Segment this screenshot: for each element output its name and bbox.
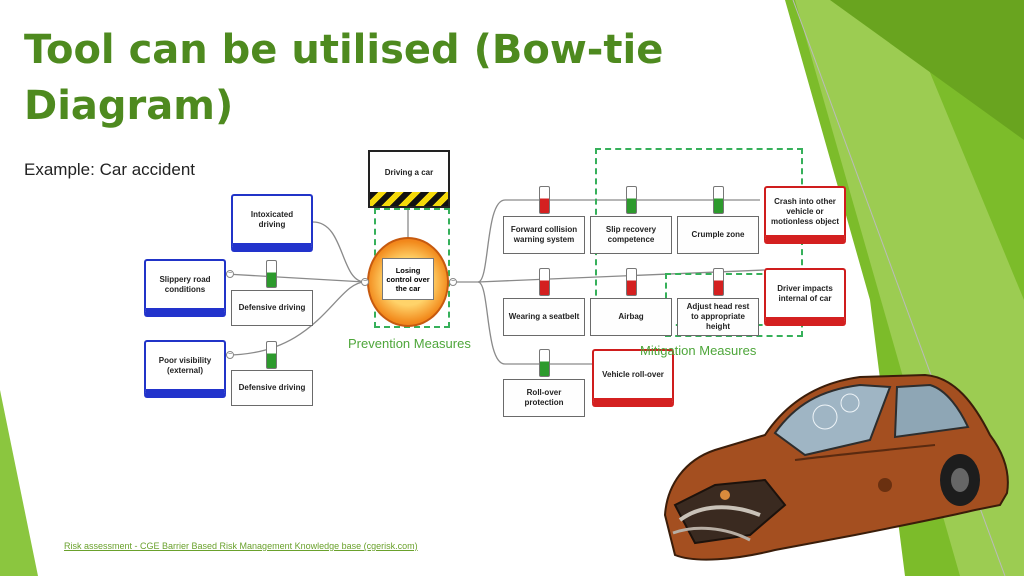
barrier-status-indicator (266, 260, 277, 288)
mitigation-barrier-slip-recovery: Slip recovery competence (590, 216, 672, 254)
collapse-toggle[interactable]: − (449, 278, 457, 286)
barrier-status-indicator (713, 268, 724, 296)
prevention-measures-label: Prevention Measures (348, 336, 471, 351)
barrier-status-indicator (539, 186, 550, 214)
barrier-status-indicator (539, 349, 550, 377)
threat-box-1: Intoxicated driving (231, 194, 313, 252)
barrier-status-indicator (626, 186, 637, 214)
slide-subtitle: Example: Car accident (24, 160, 196, 179)
mitigation-measures-label: Mitigation Measures (640, 343, 757, 358)
mitigation-barrier-airbag: Airbag (590, 298, 672, 336)
mitigation-barrier-crumple-zone: Crumple zone (677, 216, 759, 254)
consequence-box-1: Crash into other vehicle or motionless o… (764, 186, 846, 244)
slide-title: Tool can be utilised (Bow-tie Diagram) (24, 27, 664, 129)
prevention-barrier-2: Defensive driving (231, 370, 313, 406)
collapse-toggle[interactable]: − (361, 278, 369, 286)
consequence-box-3: Vehicle roll-over (592, 349, 674, 407)
consequence-box-2: Driver impacts internal of car (764, 268, 846, 326)
barrier-status-indicator (626, 268, 637, 296)
collapse-toggle[interactable]: − (226, 270, 234, 278)
barrier-status-indicator (713, 186, 724, 214)
threat-box-2: Slippery road conditions (144, 259, 226, 317)
mitigation-barrier-collision-warning: Forward collision warning system (503, 216, 585, 254)
hazard-box: Driving a car (368, 150, 450, 208)
hazard-label: Driving a car (384, 168, 434, 177)
barrier-status-indicator (266, 341, 277, 369)
threat-box-3: Poor visibility (external) (144, 340, 226, 398)
mitigation-barrier-head-rest: Adjust head rest to appropriate height (677, 298, 759, 336)
mitigation-barrier-roll-over: Roll-over protection (503, 379, 585, 417)
prevention-barrier-1: Defensive driving (231, 290, 313, 326)
barrier-status-indicator (539, 268, 550, 296)
hazard-stripes (370, 192, 448, 206)
top-event-label: Losing control over the car (382, 258, 434, 300)
wrecked-car-image (663, 373, 1009, 561)
collapse-toggle[interactable]: − (226, 351, 234, 359)
source-link[interactable]: Risk assessment - CGE Barrier Based Risk… (64, 541, 418, 551)
mitigation-barrier-seatbelt: Wearing a seatbelt (503, 298, 585, 336)
